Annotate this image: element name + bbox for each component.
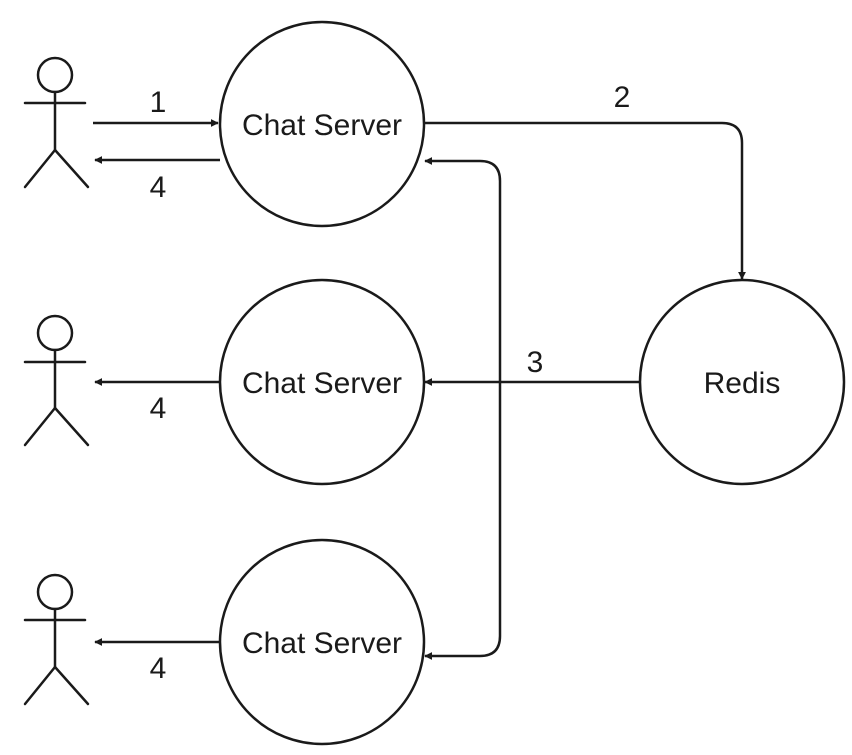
edge-label-4-middle: 4 (150, 392, 167, 425)
redis-node: Redis (638, 278, 846, 486)
chat-server-top: Chat Server (218, 20, 426, 228)
redis-label: Redis (704, 367, 781, 400)
edge-redis-to-server-top-and-bottom (424, 157, 502, 660)
chat-server-middle: Chat Server (218, 278, 426, 486)
chat-server-middle-label: Chat Server (242, 367, 402, 400)
user-icon-middle (23, 314, 90, 447)
edge-label-2: 2 (614, 81, 631, 114)
edge-server-top-to-redis (425, 121, 746, 280)
edge-label-1: 1 (150, 86, 167, 119)
user-icon-top (23, 56, 90, 189)
edge-label-4-top: 4 (150, 171, 167, 204)
chat-server-bottom-label: Chat Server (242, 627, 402, 660)
chat-server-top-label: Chat Server (242, 109, 402, 142)
edge-label-3: 3 (527, 346, 544, 379)
edge-label-4-bottom: 4 (150, 652, 167, 685)
chat-server-bottom: Chat Server (218, 538, 426, 746)
user-icon-bottom (23, 573, 90, 706)
